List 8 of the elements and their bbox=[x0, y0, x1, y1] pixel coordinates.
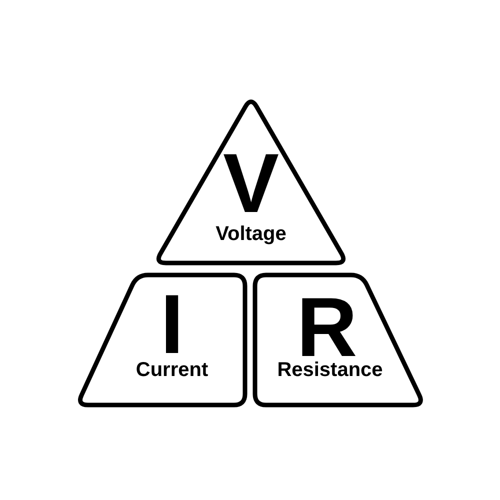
symbol-letter: I bbox=[160, 293, 184, 357]
symbol-letter: V bbox=[222, 152, 280, 216]
quantity-label: Resistance bbox=[277, 360, 383, 380]
quantity-label: Current bbox=[136, 360, 208, 380]
trapezoid-segment bbox=[75, 273, 247, 407]
symbol-letter: R bbox=[296, 296, 358, 360]
trapezoid-segment bbox=[253, 273, 426, 407]
quantity-label: Voltage bbox=[216, 224, 286, 244]
